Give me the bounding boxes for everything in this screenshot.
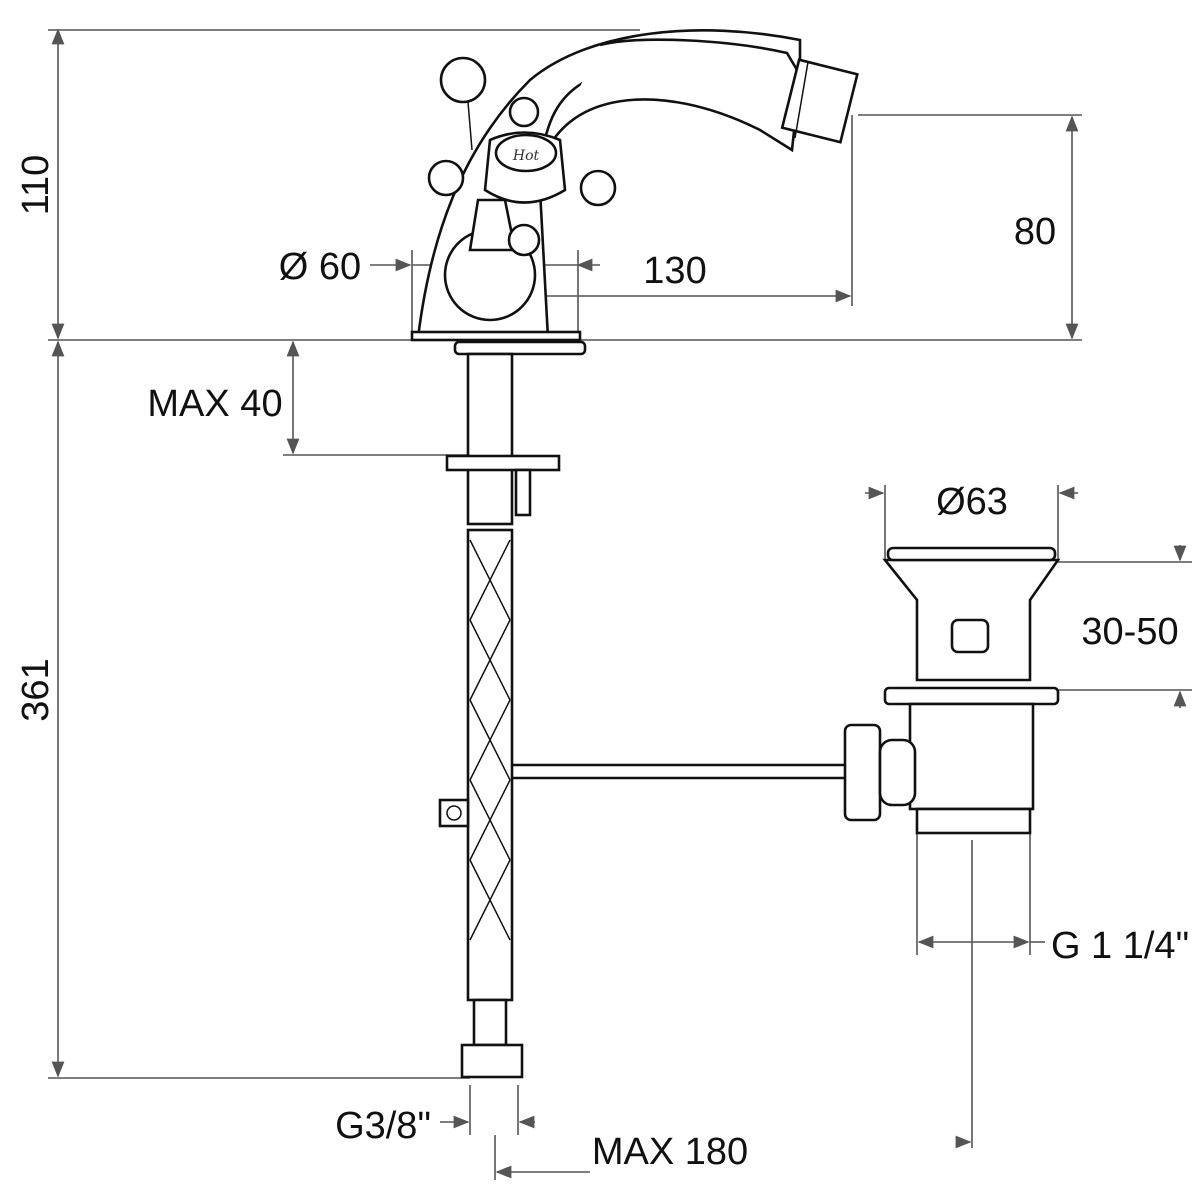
supply-hose — [438, 340, 845, 1079]
label-max-40: MAX 40 — [147, 383, 282, 425]
dimension-labels: 110 361 Ø 60 130 80 MAX 40 Ø63 30-50 G 1… — [15, 155, 1189, 1173]
faucet-body: Hot — [410, 29, 859, 342]
hot-logo: Hot — [512, 148, 540, 164]
label-30-50: 30-50 — [1081, 611, 1178, 653]
label-130: 130 — [643, 250, 706, 292]
label-361: 361 — [15, 658, 57, 721]
label-g-1-1-4: G 1 1/4" — [1051, 925, 1189, 967]
label-diameter-63: Ø63 — [936, 481, 1008, 523]
label-110: 110 — [15, 155, 57, 216]
label-g-3-8: G3/8" — [335, 1105, 431, 1147]
label-diameter-60: Ø 60 — [279, 246, 361, 288]
label-80: 80 — [1014, 211, 1056, 253]
drain-assembly — [843, 546, 1061, 835]
label-max-180: MAX 180 — [592, 1131, 748, 1173]
